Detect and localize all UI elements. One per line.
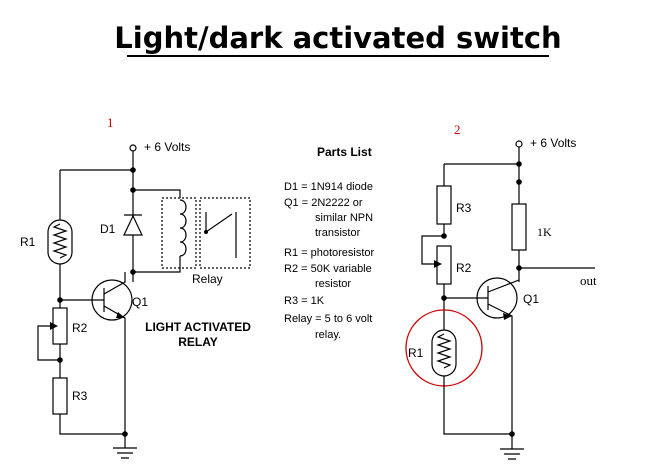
circuit-2-supply-label: + 6 Volts [530,136,576,150]
circuit-1: 1 + 6 Volts R1 D1 Relay Q1 [20,115,251,459]
circuit-1-r3-label: R3 [72,389,88,403]
circuit-2-ground-symbol [500,434,524,460]
circuit-1-d1-label: D1 [100,222,116,236]
circuit-1-caption-line-2: RELAY [178,335,218,349]
transistor-q1-arrow [503,313,512,320]
relay-contact-arm [205,212,233,234]
parts-list-line: Relay = 5 to 6 volt [284,313,372,325]
circuit-2-q1-label: Q1 [523,292,539,306]
circuit-1-r1-label: R1 [20,235,36,249]
circuit-2-r2-label: R2 [456,261,472,275]
parts-list-line: transistor [315,227,361,239]
circuit-1-relay-feed [133,189,181,198]
parts-list-heading: Parts List [317,145,372,159]
parts-list-line: relay. [315,329,341,341]
resistor-r3 [436,185,452,225]
parts-list-line: resistor [315,278,351,290]
parts-list-line: similar NPN [315,212,373,224]
circuit-2-node [516,265,522,271]
variable-resistor-wiper [434,260,442,268]
parts-list-line: R1 = photoresistor [284,247,375,259]
transistor-q1-leads [60,272,126,330]
circuit-2-r2-wiper-wire [421,235,444,265]
circuit-2-node [516,179,522,185]
relay-coil [179,199,187,257]
circuit-2-1k-label: 1K [537,225,552,239]
circuit-1-supply-terminal [129,144,137,152]
circuit-1-node [130,167,136,173]
circuit-1-r2-label: R2 [72,321,88,335]
photoresistor-zigzag [436,333,452,369]
circuit-1-ground-symbol [113,434,137,459]
relay-coil-box [161,197,197,269]
circuit-2-r3-label: R3 [456,201,472,215]
parts-list-line: Q1 = 2N2222 or [284,197,363,209]
parts-list-line: R2 = 50K variable [284,263,372,275]
page-title: Light/dark activated switch [114,21,561,55]
relay-contact-box [199,197,251,269]
diode-d1 [123,214,143,236]
circuit-1-ground-wire [59,330,126,435]
circuit-1-node [130,187,136,193]
circuit-1-supply-label: + 6 Volts [144,140,190,154]
circuit-1-q1-label: Q1 [132,295,148,309]
parts-list-line: R3 = 1K [284,295,325,307]
circuit-1-node [57,357,63,363]
circuit-2-supply-terminal [515,140,523,148]
circuit-2-out-label: out [580,273,597,288]
parts-list-line: D1 = 1N914 diode [284,181,373,193]
transistor-q1-leads [444,279,520,434]
circuit-2-node [516,161,522,167]
circuit-2: 2 + 6 Volts 1K out R3 R2 Q1 [405,122,597,460]
circuit-2-number: 2 [454,122,461,137]
variable-resistor-wiper [50,322,58,330]
photoresistor-r1 [431,329,457,377]
photoresistor-zigzag [52,223,68,259]
circuit-2-ground-wire [443,376,512,435]
circuit-1-relay-label: Relay [192,272,223,286]
circuit-1-caption-line-1: LIGHT ACTIVATED [145,320,251,334]
circuit-1-r2-wiper-wire [37,325,60,361]
relay-coil-return [133,256,181,273]
circuit-2-r1-label: R1 [408,346,424,360]
relay-contact-pivot [204,230,208,234]
resistor-1k [511,203,527,251]
circuit-1-number: 1 [107,115,114,130]
resistor-r3 [52,377,68,415]
parts-list: Parts List D1 = 1N914 diode Q1 = 2N2222 … [284,145,375,341]
transistor-q1-arrow [116,312,125,318]
